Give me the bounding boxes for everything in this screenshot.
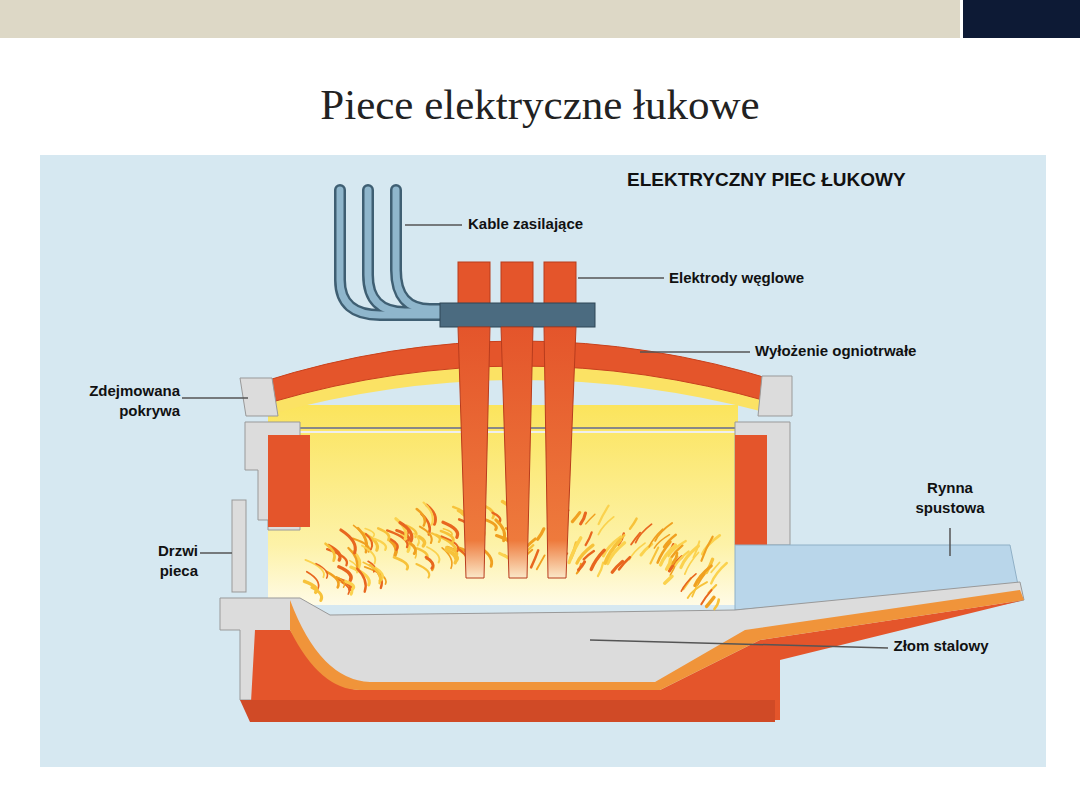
flame-stroke (598, 563, 603, 576)
flame-stroke (362, 546, 375, 564)
flame-stroke (394, 557, 408, 569)
flame-stroke (363, 562, 380, 581)
panel-heading: ELEKTRYCZNY PIEC ŁUKOWY (627, 168, 906, 193)
flame-stroke (598, 517, 613, 535)
flame-stroke (420, 527, 432, 543)
flame-stroke (655, 523, 672, 541)
flame-stroke (685, 553, 699, 575)
flame-stroke (327, 572, 339, 587)
flame-stroke (326, 544, 335, 561)
flame-stroke (426, 557, 433, 568)
flame-stroke (442, 536, 459, 551)
flame-stroke (374, 539, 386, 550)
flame-stroke (711, 563, 727, 583)
flame-stroke (316, 564, 327, 579)
flame-stroke (336, 577, 344, 588)
flame-stroke (305, 560, 324, 577)
flame-stroke (569, 538, 581, 563)
flame-stroke (630, 519, 637, 529)
part-label: Wyłożenie ogniotrwałe (755, 341, 916, 361)
flame-stroke (581, 513, 586, 524)
flame-stroke (366, 534, 372, 550)
flame-stroke (572, 513, 579, 522)
flame-stroke (688, 582, 707, 598)
flame-stroke (327, 549, 347, 565)
flame-stroke (586, 532, 592, 545)
flame-stroke (701, 590, 711, 604)
flame-stroke (701, 537, 712, 561)
flame-stroke (681, 574, 696, 591)
flame-stroke (446, 550, 456, 563)
flame-stroke (661, 545, 676, 565)
flame-stroke (346, 582, 354, 590)
flame-stroke (416, 564, 429, 578)
flame-stroke (586, 514, 595, 524)
flame-stroke (579, 562, 585, 570)
part-label: Złom stalowy (886, 636, 996, 656)
flame-stroke (676, 551, 689, 565)
flame-stroke (391, 539, 398, 550)
flame-stroke (538, 529, 544, 540)
flame-stroke (432, 533, 440, 542)
part-label: Rynna spustowa (895, 478, 1005, 517)
flame-stroke (305, 581, 317, 592)
flame-stroke (695, 566, 712, 586)
flame-stroke (400, 523, 412, 541)
flame-stroke (378, 528, 389, 540)
flame-stroke (537, 555, 545, 569)
flame-stroke (341, 530, 355, 553)
part-label: Zdejmowana pokrywa (42, 381, 180, 420)
flame-stroke (414, 534, 419, 546)
flame-stroke (665, 576, 672, 583)
part-label: Elektrody węglowe (669, 268, 804, 288)
flame-stroke (531, 550, 538, 567)
part-label: Drzwi pieca (118, 541, 198, 580)
part-label: Kable zasilające (468, 214, 583, 234)
flame-stroke (707, 597, 714, 606)
flame-stroke (410, 543, 415, 553)
flame-stroke (357, 569, 366, 592)
flame-stroke (443, 529, 452, 536)
flame-stroke (667, 559, 671, 570)
slide-title: Piece elektryczne łukowe (0, 80, 1080, 129)
flame-stroke (636, 524, 652, 542)
flame-stroke (619, 557, 630, 569)
flame-stroke (417, 509, 425, 526)
flame-stroke (591, 550, 604, 569)
flame-stroke (599, 506, 609, 524)
flame-stroke (605, 540, 620, 563)
flame-stroke (714, 600, 718, 610)
